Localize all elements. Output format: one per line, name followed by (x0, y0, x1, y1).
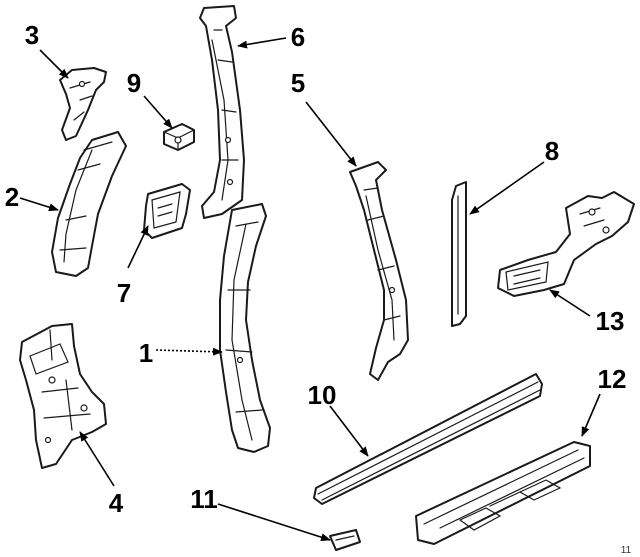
part-9-block (163, 123, 195, 151)
leader-lines (19, 37, 601, 542)
part-2-pillar-trim (51, 131, 127, 277)
callout-10: 10 (308, 380, 337, 410)
callout-4: 4 (109, 488, 124, 518)
callout-5: 5 (291, 68, 305, 98)
part-8-strip (451, 181, 467, 327)
part-5-pillar (349, 161, 409, 381)
callout-3: 3 (25, 20, 39, 50)
part-7-bracket (143, 183, 191, 239)
part-3-bracket (59, 67, 107, 141)
part-12-sill-plate (415, 441, 591, 545)
part-13-bracket (497, 191, 635, 297)
callout-2: 2 (5, 182, 19, 212)
callout-6: 6 (291, 22, 305, 52)
part-1-pillar (219, 203, 271, 453)
part-10-sill (313, 373, 543, 505)
part-6-pillar (199, 5, 245, 219)
callout-11: 11 (190, 484, 218, 514)
part-4-reinforcement (19, 323, 107, 469)
callout-13: 13 (596, 306, 625, 336)
callout-9: 9 (127, 68, 141, 98)
callout-1: 1 (139, 338, 153, 368)
callout-8: 8 (545, 136, 559, 166)
callout-7: 7 (117, 278, 131, 308)
callout-12: 12 (598, 364, 627, 394)
corner-mark: 11 (621, 545, 632, 556)
part-11-clip (329, 529, 361, 551)
